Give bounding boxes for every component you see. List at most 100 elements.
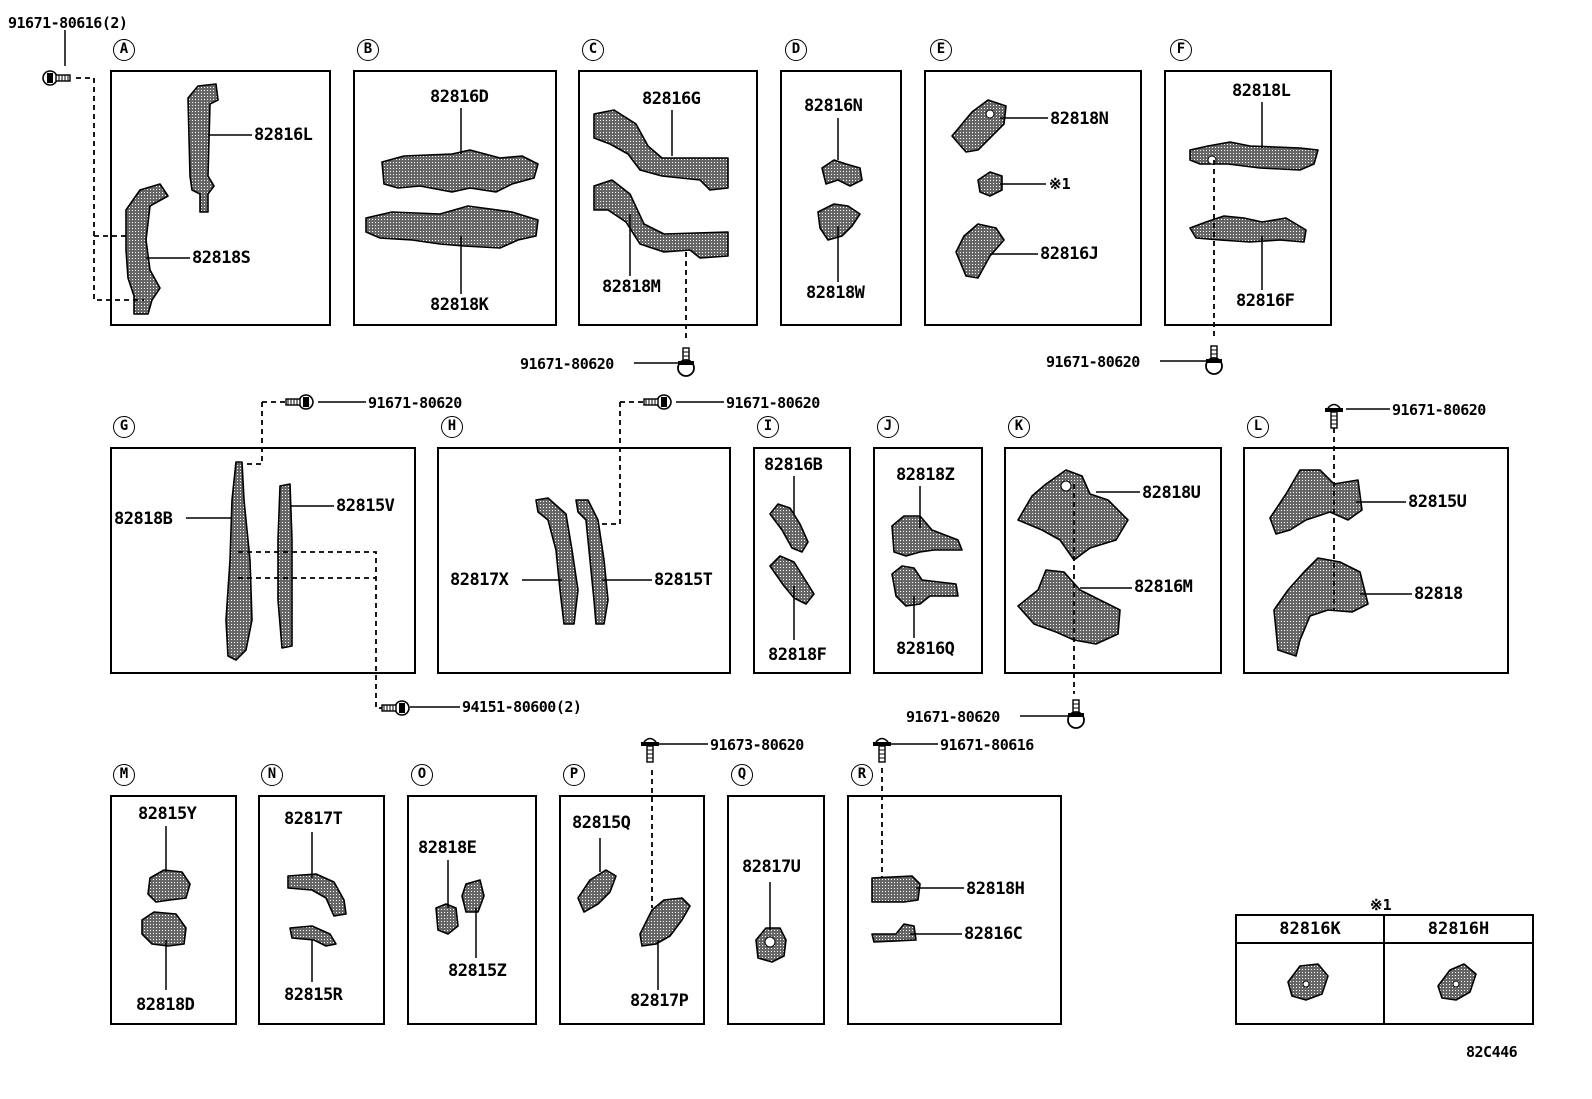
part-shape-82818Z (891, 515, 963, 557)
legend-box: 82816K 82816H (1235, 914, 1534, 1025)
part-shape-82815R (289, 925, 337, 947)
part-label-mark1: ※1 (1049, 175, 1071, 193)
group-frame-Q (727, 795, 825, 1025)
part-label-82816J: 82816J (1040, 244, 1099, 264)
part-label-82816Q: 82816Q (896, 639, 955, 659)
part-shape-82815V (277, 483, 293, 649)
part-label-82818S: 82818S (192, 248, 251, 268)
fastener-label: 91671-80620 (726, 394, 820, 412)
part-shape-82815U (1269, 469, 1363, 535)
part-label-82815Y: 82815Y (138, 804, 197, 824)
part-shape-82816F (1189, 215, 1307, 243)
part-label-82816C: 82816C (964, 924, 1023, 944)
part-label-82815Q: 82815Q (572, 813, 631, 833)
group-badge-M: M (113, 764, 135, 786)
group-frame-F (1164, 70, 1332, 326)
part-shape-82818S (125, 183, 169, 315)
part-label-82818E: 82818E (418, 838, 477, 858)
part-label-82816G: 82816G (642, 89, 701, 109)
part-shape-82818E (435, 903, 459, 935)
part-shape-82816Q (891, 565, 959, 607)
part-shape-82817P (639, 897, 691, 947)
legend-cell-1: 82816K (1237, 916, 1385, 1023)
part-label-82818L: 82818L (1232, 81, 1291, 101)
part-shape-82818B (225, 461, 253, 661)
part-label-82818F: 82818F (768, 645, 827, 665)
group-badge-K: K (1008, 416, 1030, 438)
legend-part-label: 82816H (1385, 916, 1532, 944)
part-shape-82815Q (577, 869, 617, 913)
part-label-82816N: 82816N (804, 96, 863, 116)
part-label-82818H: 82818H (966, 879, 1025, 899)
part-shape-82818F (769, 555, 815, 605)
fastener-label: 91671-80620 (520, 355, 614, 373)
part-shape-82816L (187, 83, 219, 213)
group-badge-J: J (877, 416, 899, 438)
part-label-82818K: 82818K (430, 295, 489, 315)
part-label-82818N: 82818N (1050, 109, 1109, 129)
group-frame-H (437, 447, 731, 674)
part-shape-82815Y (147, 869, 191, 903)
part-shape-82816G (593, 109, 729, 191)
part-shape-82818K (365, 205, 539, 249)
group-frame-O (407, 795, 537, 1025)
part-label-82817T: 82817T (284, 809, 343, 829)
fastener-label: 91671-80616 (940, 736, 1034, 754)
part-label-82815V: 82815V (336, 496, 395, 516)
part-label-82816L: 82816L (254, 125, 313, 145)
group-badge-R: R (851, 764, 873, 786)
group-badge-A: A (113, 39, 135, 61)
part-shape-82817T (287, 873, 347, 917)
part-shape-82816D (381, 149, 539, 193)
fastener-label: 91671-80620 (368, 394, 462, 412)
fastener-label: 94151-80600(2) (462, 698, 582, 716)
part-label-82815T: 82815T (654, 570, 713, 590)
group-badge-C: C (582, 39, 604, 61)
diagram-code: 82C446 (1466, 1043, 1518, 1061)
fastener-label: 91673-80620 (710, 736, 804, 754)
part-label-82817X: 82817X (450, 570, 509, 590)
group-frame-I (753, 447, 851, 674)
legend-part-label: 82816K (1237, 916, 1383, 944)
part-shape-82816N (821, 159, 863, 187)
part-shape-82816B (769, 503, 809, 553)
group-frame-J (873, 447, 983, 674)
part-label-82818M: 82818M (602, 277, 661, 297)
part-label-82816B: 82816B (764, 455, 823, 475)
group-frame-N (258, 795, 385, 1025)
group-badge-D: D (785, 39, 807, 61)
part-label-82817P: 82817P (630, 991, 689, 1011)
group-frame-D (780, 70, 902, 326)
fastener-label: 91671-80620 (1392, 401, 1486, 419)
part-shape-82816J (955, 223, 1005, 279)
group-badge-H: H (441, 416, 463, 438)
fastener-label: 91671-80616(2) (8, 14, 128, 32)
legend-mark: ※1 (1370, 896, 1392, 914)
part-label-82818B: 82818B (114, 509, 173, 529)
group-badge-O: O (411, 764, 433, 786)
part-label-82816M: 82816M (1134, 577, 1193, 597)
part-label-82818W: 82818W (806, 283, 865, 303)
group-badge-E: E (930, 39, 952, 61)
part-label-82818Z: 82818Z (896, 465, 955, 485)
part-label-82815R: 82815R (284, 985, 343, 1005)
part-label-82818D: 82818D (136, 995, 195, 1015)
part-shape-82815T (575, 499, 609, 625)
group-badge-P: P (563, 764, 585, 786)
group-frame-G (110, 447, 416, 674)
part-label-82818U: 82818U (1142, 483, 1201, 503)
part-shape-82818D (141, 911, 187, 947)
part-shape-82818M (593, 179, 729, 259)
part-shape-82815Z (461, 879, 485, 913)
legend-cell-2: 82816H (1385, 916, 1532, 1023)
part-label-82817U: 82817U (742, 857, 801, 877)
group-badge-B: B (357, 39, 379, 61)
group-frame-B (353, 70, 557, 326)
part-label-82816D: 82816D (430, 87, 489, 107)
group-badge-L: L (1247, 416, 1269, 438)
group-badge-F: F (1170, 39, 1192, 61)
group-frame-M (110, 795, 237, 1025)
group-badge-N: N (261, 764, 283, 786)
part-shape-mark1-item (977, 171, 1003, 197)
group-frame-E (924, 70, 1142, 326)
